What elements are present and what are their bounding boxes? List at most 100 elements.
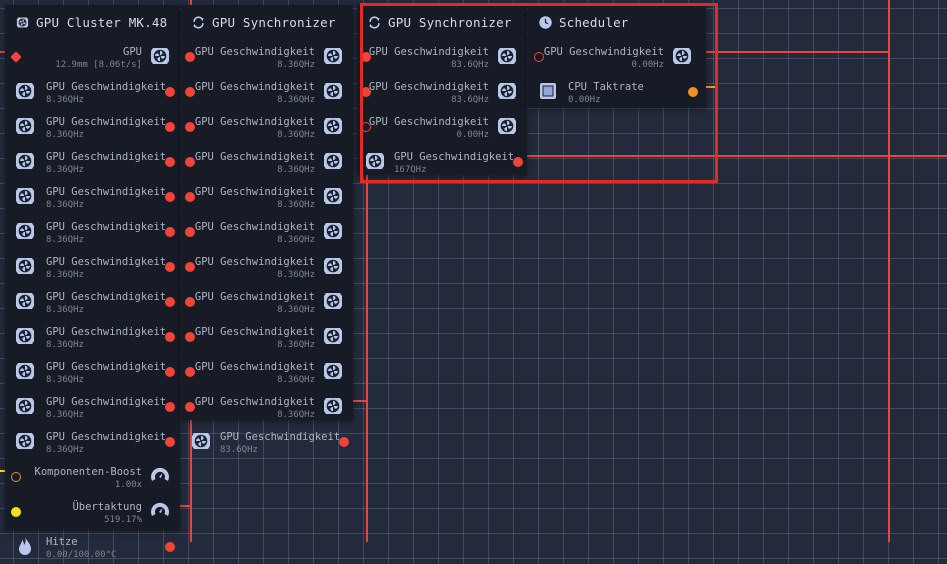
row-label: GPU Geschwindigkeit [220,431,341,443]
row-label: GPU Geschwindigkeit [194,396,315,408]
row-label: GPU Geschwindigkeit [46,361,167,373]
row-value: 8.36QHz [46,130,84,140]
gpu-fan-icon [148,44,172,68]
row-value: 8.36QHz [46,410,84,420]
cluster-speed-row: GPU Geschwindigkeit 8.36QHz [5,319,180,354]
row-label: GPU Geschwindigkeit [194,186,315,198]
sync1-input-row: GPU Geschwindigkeit 8.36QHz [181,354,353,389]
gpu-fan-icon [13,114,37,138]
speed-output-port[interactable] [165,87,175,97]
row-label: GPU Geschwindigkeit [46,396,167,408]
row-label: CPU Taktrate [568,81,644,93]
node-scheduler[interactable]: Scheduler GPU Geschwindigkeit 0.00Hz CPU… [528,5,706,108]
row-value: 0.00/100.00°C [46,550,117,560]
node-gpu-synchronizer-1[interactable]: GPU Synchronizer GPU Geschwindigkeit 8.3… [181,5,353,455]
speed-input-port[interactable] [361,52,371,62]
speed-input-port[interactable] [185,402,195,412]
boost-input-port[interactable] [11,472,21,482]
row-label: GPU Geschwindigkeit [194,256,315,268]
speed-output-port[interactable] [165,367,175,377]
node-title-text: GPU Synchronizer [388,14,512,30]
gpu-fan-icon [13,324,37,348]
speed-input-port[interactable] [185,87,195,97]
sync2-output-port[interactable] [513,157,523,167]
gpu-input-port[interactable] [10,51,22,63]
row-value: 8.36QHz [277,410,315,420]
node-gpu-synchronizer-2[interactable]: GPU Synchronizer GPU Geschwindigkeit 83.… [357,5,527,175]
node-title[interactable]: Scheduler [528,5,706,39]
row-label: GPU Geschwindigkeit [194,116,315,128]
heat-output-port[interactable] [165,542,175,552]
cluster-speed-row: GPU Geschwindigkeit 8.36QHz [5,144,180,179]
row-value: 8.36QHz [277,305,315,315]
sync1-input-row: GPU Geschwindigkeit 8.36QHz [181,144,353,179]
scheduler-input-port[interactable] [534,52,544,62]
row-value: 83.6QHz [451,60,489,70]
cpu-output-port[interactable] [688,87,698,97]
cluster-speed-row: GPU Geschwindigkeit 8.36QHz [5,109,180,144]
node-gpu-cluster[interactable]: GPU Cluster MK.48 GPU 12.9mm [8.06t/s] G… [5,5,180,560]
speed-input-port[interactable] [185,122,195,132]
scheduler-input-row: GPU Geschwindigkeit 0.00Hz [528,39,706,74]
wire-scheduler-row [700,51,890,53]
speed-input-port[interactable] [185,227,195,237]
gpu-fan-icon [321,289,345,313]
sync1-input-row: GPU Geschwindigkeit 8.36QHz [181,39,353,74]
row-value: 8.36QHz [277,375,315,385]
sync-icon [191,15,206,30]
node-title[interactable]: GPU Synchronizer [181,5,353,39]
row-value: 8.36QHz [277,235,315,245]
speed-input-port[interactable] [185,262,195,272]
speed-input-port[interactable] [185,157,195,167]
speed-output-port[interactable] [165,262,175,272]
node-title[interactable]: GPU Cluster MK.48 [5,5,180,39]
node-title-text: Scheduler [559,14,629,30]
wire-cluster-heat [175,505,192,507]
gpu-fan-icon [321,114,345,138]
speed-input-port[interactable] [185,367,195,377]
row-label: GPU Geschwindigkeit [46,186,167,198]
gpu-fan-icon [13,289,37,313]
gpu-fan-icon [15,15,30,30]
gpu-fan-icon [13,394,37,418]
row-value: 8.36QHz [277,200,315,210]
scheduler-output-row: CPU Taktrate 0.00Hz [528,74,706,109]
sync1-output-port[interactable] [339,437,349,447]
speed-output-port[interactable] [165,157,175,167]
gpu-output-row: GPU 12.9mm [8.06t/s] [5,39,180,74]
gpu-fan-icon [13,254,37,278]
sync2-input-row: GPU Geschwindigkeit 83.6QHz [357,39,527,74]
row-label: GPU Geschwindigkeit [194,46,315,58]
speed-input-port[interactable] [185,332,195,342]
speed-output-port[interactable] [165,297,175,307]
speed-input-port[interactable] [185,192,195,202]
speed-input-port[interactable] [361,87,371,97]
row-value: 8.36QHz [277,130,315,140]
gpu-fan-icon [321,324,345,348]
speed-output-port[interactable] [165,227,175,237]
wire-sync1-out [350,400,368,402]
gpu-fan-icon [13,429,37,453]
row-value: 1.00x [114,480,142,490]
speed-output-port[interactable] [165,437,175,447]
row-label: GPU Geschwindigkeit [46,221,167,233]
speed-output-port[interactable] [165,332,175,342]
speed-output-port[interactable] [165,192,175,202]
speed-input-port[interactable] [185,297,195,307]
row-value: 8.36QHz [277,60,315,70]
selection-box [360,3,718,183]
row-value: 0.00Hz [568,95,601,105]
row-label: GPU Geschwindigkeit [194,326,315,338]
boost-row: Komponenten-Boost 1.00x [5,459,180,494]
sync1-input-row: GPU Geschwindigkeit 8.36QHz [181,214,353,249]
speed-output-port[interactable] [165,122,175,132]
sync2-input-row: GPU Geschwindigkeit 83.6QHz [357,74,527,109]
node-title[interactable]: GPU Synchronizer [357,5,527,39]
speed-input-port[interactable] [185,52,195,62]
speed-output-port[interactable] [165,402,175,412]
row-label: GPU Geschwindigkeit [194,221,315,233]
row-value: 8.36QHz [46,200,84,210]
row-value: 8.36QHz [46,305,84,315]
row-value: 8.36QHz [46,95,84,105]
overclock-input-port[interactable] [11,507,21,517]
